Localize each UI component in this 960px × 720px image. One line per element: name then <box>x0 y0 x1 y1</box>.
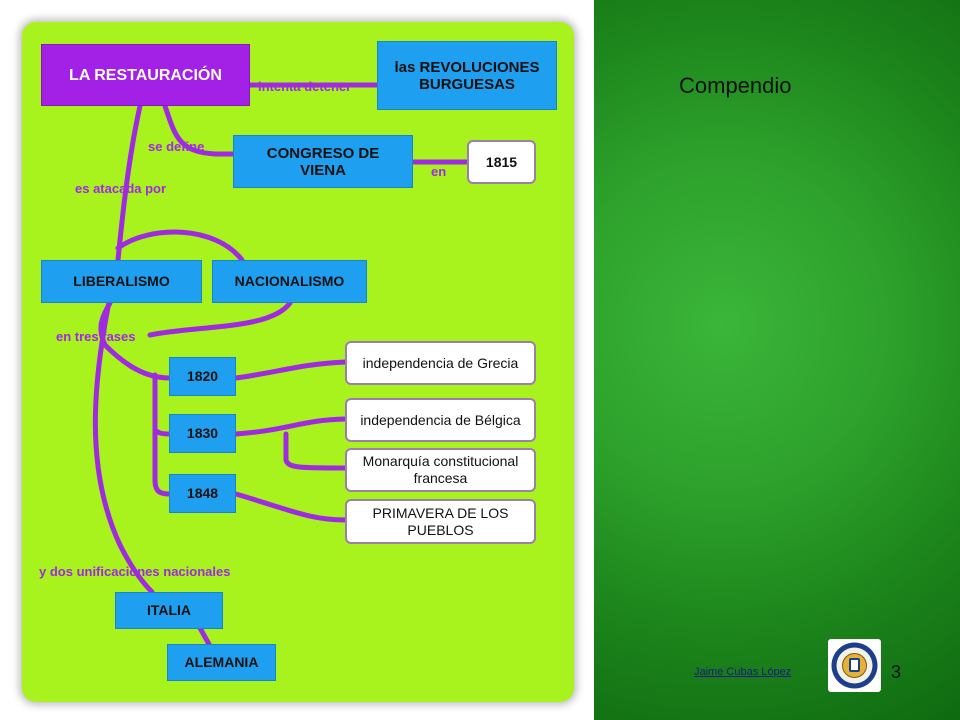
node-liberalismo: LIBERALISMO <box>41 260 202 303</box>
connector-fases-trunk <box>152 372 173 497</box>
node-independencia-grecia: independencia de Grecia <box>345 341 536 385</box>
node-1815: 1815 <box>467 140 536 184</box>
connector-italia-alemania <box>197 625 213 649</box>
connector-1830-monarquia <box>283 431 349 471</box>
connector-1820-grecia <box>233 359 349 381</box>
connector-fases-1820 <box>102 342 173 381</box>
connector-restauracion-unificaciones <box>92 257 155 595</box>
slide-title: Compendio <box>679 73 792 98</box>
node-restauracion: LA RESTAURACIÓN <box>41 44 250 106</box>
node-congreso-de-viena: CONGRESO DE VIENA <box>233 135 413 188</box>
seal-icon <box>831 642 878 689</box>
connector-1848-primavera <box>233 491 349 523</box>
link-label-en: en <box>431 164 447 179</box>
node-independencia-belgica: independencia de Bélgica <box>345 398 536 442</box>
connector-1830-belgica <box>233 416 349 437</box>
page-number: 3 <box>891 662 902 682</box>
node-1820: 1820 <box>169 357 236 396</box>
link-label-es-atacada-por: es atacada por <box>75 181 167 196</box>
link-label-unificaciones: y dos unificaciones nacionales <box>39 564 231 579</box>
node-revoluciones-burguesas: las REVOLUCIONES BURGUESAS <box>377 41 557 110</box>
connector-restauracion-congreso <box>162 103 237 157</box>
university-seal-logo <box>828 639 881 692</box>
node-monarquia-francesa: Monarquía constitucional francesa <box>345 448 536 492</box>
node-alemania: ALEMANIA <box>167 644 276 681</box>
node-italia: ITALIA <box>115 592 223 629</box>
connector-nacionalismo-fases <box>147 300 293 338</box>
node-primavera-pueblos: PRIMAVERA DE LOS PUEBLOS <box>345 499 536 544</box>
connector-trunk-1830 <box>152 427 173 437</box>
link-label-en-tres-fases: en tres fases <box>56 329 136 344</box>
node-1848: 1848 <box>169 474 236 513</box>
slide-side-panel <box>594 0 960 720</box>
node-nacionalismo: NACIONALISMO <box>212 260 367 303</box>
link-label-se-define: se define <box>148 139 205 154</box>
node-1830: 1830 <box>169 414 236 453</box>
connector-liberalismo-nacionalismo <box>115 229 245 263</box>
author-link[interactable]: Jaime Cubas López <box>694 666 792 678</box>
link-label-intenta-detener: intenta detener <box>258 79 352 94</box>
